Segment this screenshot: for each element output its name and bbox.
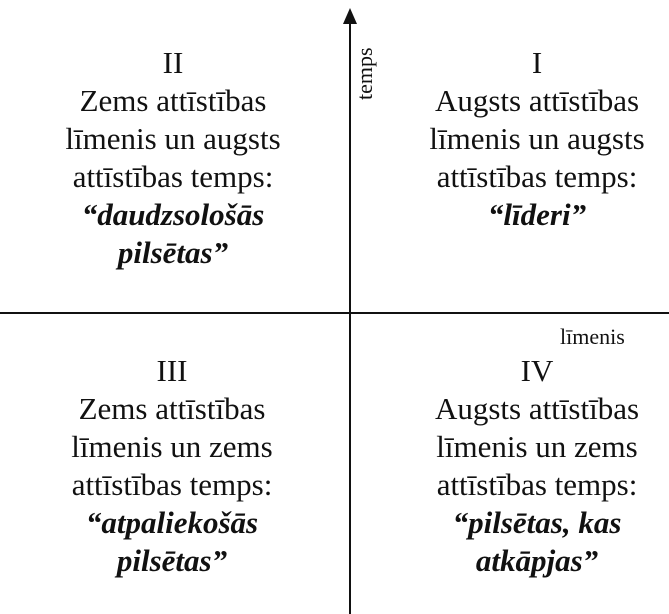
vertical-axis-arrow-icon <box>343 8 357 24</box>
quadrant-i: I Augsts attīstības līmenis un augsts at… <box>394 44 669 234</box>
quadrant-description-line: attīstības temps: <box>436 467 638 502</box>
quadrant-label: “atpaliekošās <box>85 505 259 540</box>
quadrant-description-line: līmenis un augsts <box>429 121 645 156</box>
quadrant-description-line: Zems attīstības <box>78 391 266 426</box>
quadrant-label: pilsētas” <box>116 543 228 578</box>
quadrant-ii: II Zems attīstības līmenis un augsts att… <box>8 44 338 272</box>
quadrant-description-line: attīstības temps: <box>71 467 273 502</box>
quadrant-description-line: attīstības temps: <box>72 159 274 194</box>
quadrant-description-line: Augsts attīstības <box>434 391 640 426</box>
quadrant-label: “pilsētas, kas <box>452 505 622 540</box>
horizontal-axis-label: līmenis <box>560 324 625 349</box>
quadrant-description-line: līmenis un zems <box>71 429 273 464</box>
quadrant-numeral: II <box>162 45 184 80</box>
quadrant-numeral: III <box>156 353 188 388</box>
quadrant-iii: III Zems attīstības līmenis un zems attī… <box>12 352 332 580</box>
quadrant-description-line: Zems attīstības <box>79 83 267 118</box>
quadrant-description-line: attīstības temps: <box>436 159 638 194</box>
quadrant-label: pilsētas” <box>117 235 229 270</box>
horizontal-axis <box>0 312 669 314</box>
quadrant-description-line: līmenis un augsts <box>65 121 281 156</box>
quadrant-numeral: IV <box>520 353 554 388</box>
vertical-axis-label: temps <box>352 47 377 100</box>
quadrant-numeral: I <box>531 45 543 80</box>
quadrant-label: “līderi” <box>487 197 587 232</box>
quadrant-description-line: līmenis un zems <box>436 429 638 464</box>
vertical-axis <box>349 18 351 614</box>
quadrant-label: “daudzsološās <box>81 197 265 232</box>
quadrant-iv: IV Augsts attīstības līmenis un zems att… <box>394 352 669 580</box>
quadrant-description-line: Augsts attīstības <box>434 83 640 118</box>
quadrant-label: atkāpjas” <box>475 543 599 578</box>
